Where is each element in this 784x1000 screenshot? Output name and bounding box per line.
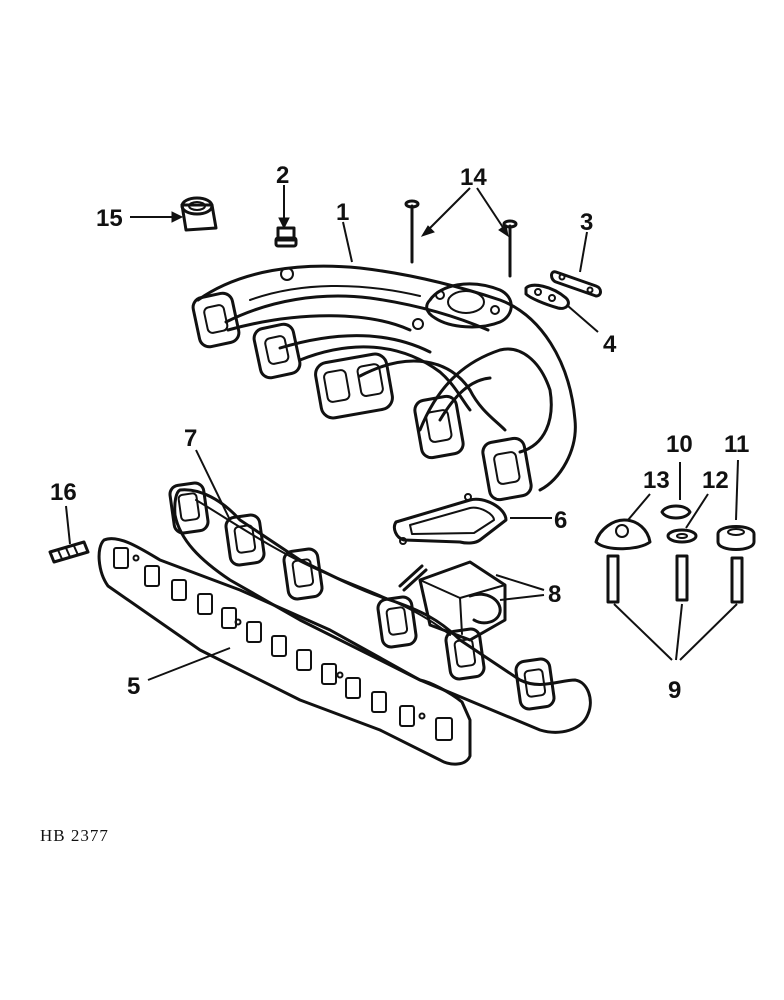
callout-11: 11: [724, 431, 749, 458]
reference-code: HB 2377: [40, 826, 109, 845]
plug: [274, 226, 298, 248]
callout-15: 15: [96, 205, 123, 232]
callout-4: 4: [603, 331, 617, 358]
callout-7: 7: [184, 425, 197, 452]
stud: [48, 540, 90, 564]
leader-lines: [65, 185, 739, 681]
callout-9: 9: [668, 677, 681, 704]
callout-3: 3: [580, 209, 593, 236]
callout-labels: 1 2 3 4 5 6 7 8 9 10 11 12 13 14 15 16: [50, 162, 749, 704]
cap-nut: [180, 196, 218, 232]
callout-5: 5: [127, 673, 140, 700]
callout-1: 1: [336, 199, 349, 226]
manifold-gasket: [97, 537, 472, 766]
small-gasket: [524, 283, 570, 310]
callout-8: 8: [548, 581, 561, 608]
exhaust-manifold: [168, 481, 592, 734]
callout-14: 14: [460, 164, 487, 191]
manifold-bolts: [404, 199, 518, 278]
callout-6: 6: [554, 507, 567, 534]
callout-10: 10: [666, 431, 693, 458]
intake-manifold: [191, 264, 577, 502]
callout-12: 12: [702, 467, 729, 494]
stud-nut-washer-set: [594, 504, 756, 604]
callout-2: 2: [276, 162, 289, 189]
carburetor-gasket: [392, 493, 508, 545]
callout-16: 16: [50, 479, 77, 506]
callout-13: 13: [643, 467, 670, 494]
cover-plate: [550, 270, 602, 298]
